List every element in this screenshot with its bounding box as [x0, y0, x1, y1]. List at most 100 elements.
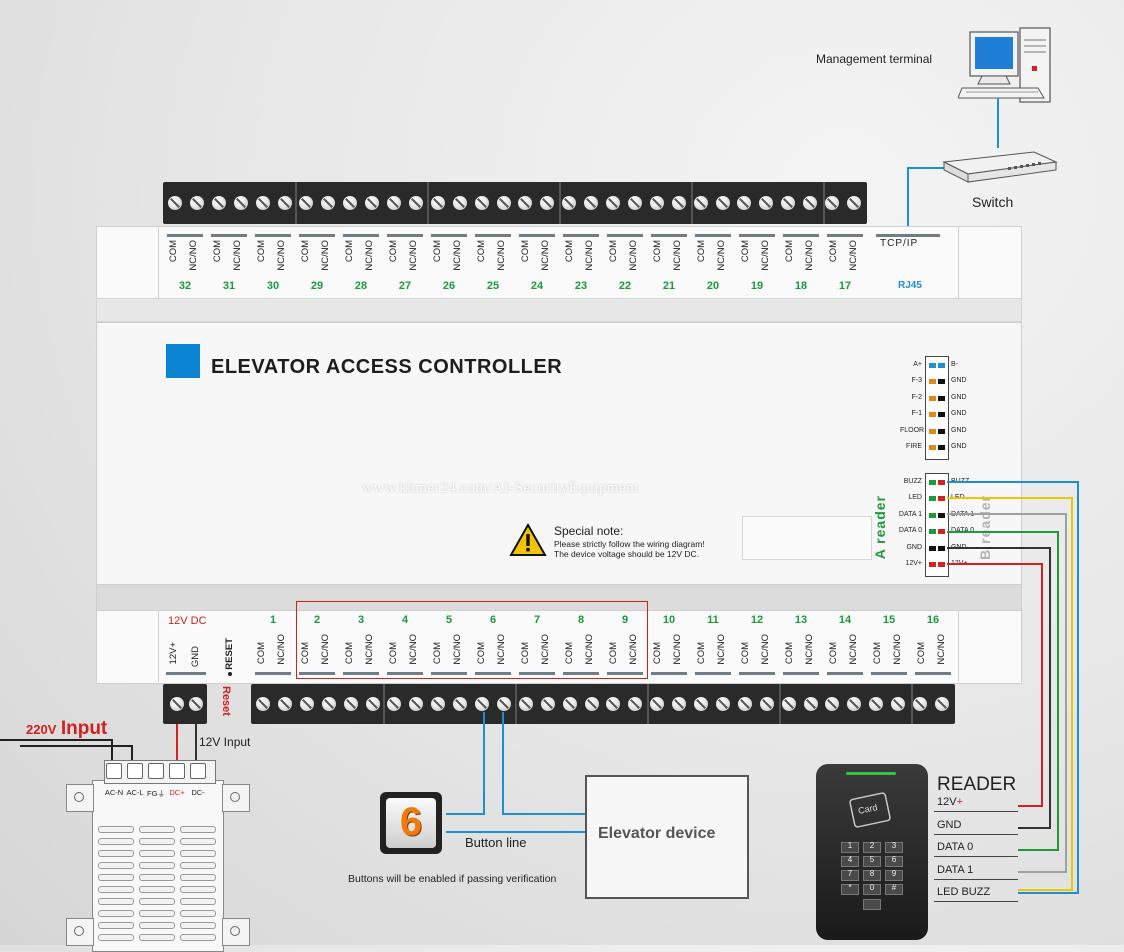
- reader-key-label: 1: [847, 841, 853, 850]
- pin: [929, 512, 936, 518]
- pin: [938, 512, 945, 518]
- terminal-bar: [827, 234, 863, 237]
- psu-vent: [98, 850, 134, 857]
- terminal-screw: [233, 196, 248, 210]
- terminal-screw: [540, 196, 555, 210]
- reader-key: [885, 856, 903, 867]
- pin: [929, 529, 936, 535]
- pin: [938, 428, 945, 434]
- terminal-bar: [255, 672, 291, 675]
- floor-pin-right-label: GND: [951, 377, 967, 385]
- pin: [929, 445, 936, 450]
- terminal-screw: [299, 697, 314, 711]
- psu-vent: [139, 922, 175, 929]
- pin: [938, 496, 945, 502]
- terminal-screw: [474, 196, 489, 210]
- terminal-screw: [453, 697, 468, 711]
- psu-vent: [139, 826, 175, 833]
- floor-pin-right-label: GND: [951, 443, 967, 450]
- strip-divider: [515, 684, 517, 724]
- psu-vent: [139, 838, 175, 845]
- terminal-bar: [343, 672, 379, 675]
- terminal-screw: [803, 196, 818, 210]
- terminal-number: 3: [357, 614, 365, 626]
- pin: [929, 412, 936, 418]
- terminal-bar: [519, 234, 555, 237]
- reader-key-label: 0: [869, 883, 875, 892]
- top-panel-left-box: [96, 226, 159, 298]
- strip-divider: [691, 182, 693, 224]
- terminal-screw: [256, 697, 270, 711]
- terminal-bar: [739, 234, 775, 237]
- floor-pin-left-label: F-1: [911, 410, 923, 418]
- terminal-number: 27: [398, 280, 412, 292]
- terminal-bar: [475, 234, 511, 237]
- terminal-screw: [277, 196, 292, 210]
- terminal-bar: [255, 234, 291, 237]
- terminal-screw: [409, 697, 424, 711]
- pin: [929, 562, 936, 567]
- terminal-bar: [343, 234, 379, 237]
- floor-pin-right-label: B-: [951, 361, 958, 368]
- psu-terminal-label: DC+: [169, 788, 185, 797]
- terminal-number: 19: [750, 280, 764, 292]
- terminal-screw: [343, 697, 358, 711]
- terminal-screw: [430, 196, 445, 210]
- terminal-bar: [695, 234, 731, 237]
- reader-wire-line: [934, 878, 1018, 880]
- reader-key: [863, 884, 881, 895]
- terminal-bar: [387, 672, 423, 675]
- pin: [929, 363, 936, 368]
- reader-pin-left-label: DATA 1: [898, 510, 922, 518]
- psu-vent: [98, 862, 134, 869]
- terminal-screw: [781, 196, 796, 210]
- terminal-number: 23: [574, 280, 588, 292]
- input-220v-prefix: 220V: [26, 722, 57, 737]
- terminal-screw: [934, 697, 949, 711]
- reader-key-label: 9: [891, 869, 897, 878]
- reader-wire-line: [934, 901, 1018, 902]
- terminal-number: 13: [794, 614, 808, 626]
- psu-vent: [180, 934, 216, 941]
- terminal-screw: [496, 697, 511, 711]
- reader-pin-left-label: BUZZ: [903, 478, 922, 485]
- reader-key: [885, 842, 903, 853]
- terminal-bar: [915, 672, 951, 675]
- reader-title: READER: [937, 774, 1017, 795]
- reader-key-label: 7: [847, 869, 853, 878]
- psu-vent: [180, 922, 216, 929]
- terminal-number: 32: [178, 280, 192, 292]
- special-note-title: Special note:: [554, 524, 624, 538]
- terminal-screw: [277, 697, 292, 711]
- psu-vent: [180, 862, 216, 869]
- terminal-screw: [649, 196, 664, 210]
- tcpip-bar: [876, 234, 940, 237]
- psu-vent: [180, 874, 216, 881]
- terminal-number: 12: [750, 614, 764, 626]
- floor-button-digit: 6: [399, 800, 423, 844]
- pin: [938, 412, 945, 418]
- strip-divider: [647, 684, 649, 724]
- floor-pin-left-label: F-3: [911, 377, 923, 385]
- terminal-bar: [607, 234, 643, 237]
- pin: [929, 545, 936, 551]
- reader-key-label: 2: [869, 841, 875, 850]
- terminal-number: 28: [354, 280, 368, 292]
- psu-vent: [98, 826, 134, 833]
- input-12v: 12V Input: [199, 735, 251, 749]
- reader-key-label: 5: [869, 855, 875, 864]
- pin: [938, 562, 945, 567]
- psu-vent: [180, 826, 216, 833]
- psu-terminal-screw: [106, 763, 122, 779]
- switch-icon: [942, 151, 1058, 183]
- reader-wire-line: [934, 811, 1018, 812]
- terminal-screw: [803, 697, 818, 711]
- top-panel-right-box: [958, 226, 1021, 298]
- switch-label: Switch: [972, 194, 1014, 210]
- reader-key: [885, 870, 903, 881]
- psu-hole-right: [230, 792, 240, 802]
- terminal-screw: [321, 697, 336, 711]
- reader-bottom-key: [863, 899, 881, 910]
- pin: [938, 379, 945, 385]
- psu-vent: [139, 898, 175, 905]
